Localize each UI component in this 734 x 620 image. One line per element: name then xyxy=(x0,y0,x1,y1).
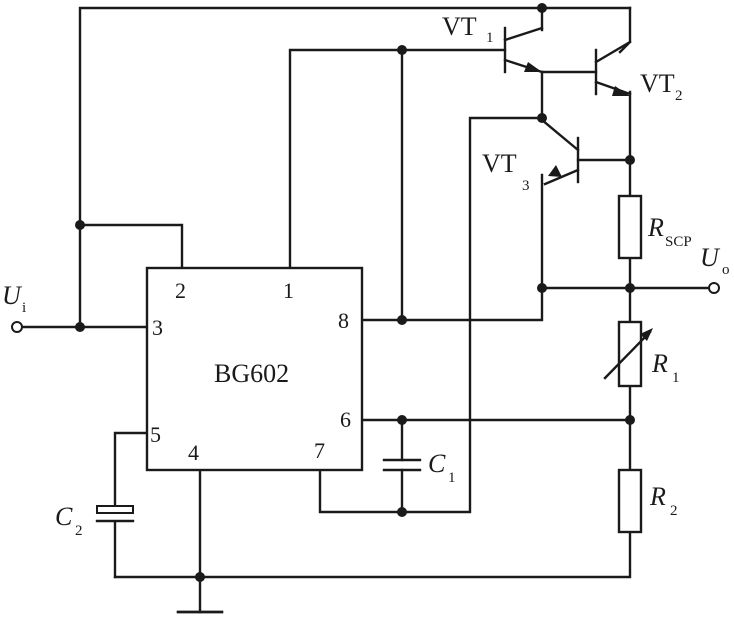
input-label-main: U xyxy=(2,281,23,310)
rscp-label-sub: SCP xyxy=(665,234,692,250)
vt1-label-main: VT xyxy=(442,12,477,41)
resistor-r2 xyxy=(617,468,643,534)
ic-pin-3-label: 3 xyxy=(152,315,163,340)
r2-label-main: R xyxy=(649,482,666,511)
ic-pin-8-label: 8 xyxy=(338,308,349,333)
ic-pin-4-label: 4 xyxy=(188,440,199,465)
c2-label-sub: 2 xyxy=(75,523,83,539)
ic-pin-5-label: 5 xyxy=(150,422,161,447)
r1-label-sub: 1 xyxy=(672,370,680,386)
transistor-vt1 xyxy=(503,26,544,74)
r2-label-sub: 2 xyxy=(670,503,678,519)
output-terminal xyxy=(708,282,720,294)
c1-label-sub: 1 xyxy=(448,470,456,486)
variable-resistor-r1 xyxy=(603,320,653,388)
c2-label-main: C xyxy=(55,502,73,531)
resistor-rscp xyxy=(617,194,643,260)
vt3-label-main: VT xyxy=(482,149,517,178)
transistor-vt2 xyxy=(594,40,632,96)
ic-bg602 xyxy=(145,266,364,472)
ic-pin-2-label: 2 xyxy=(175,278,186,303)
capacitor-c2 xyxy=(95,505,135,523)
vt2-label-main: VT xyxy=(640,69,675,98)
vt1-label-sub: 1 xyxy=(486,30,494,46)
output-label-main: U xyxy=(700,243,721,272)
r1-label-main: R xyxy=(651,349,668,378)
ic-pin-1-label: 1 xyxy=(283,278,294,303)
output-label-sub: o xyxy=(722,262,730,278)
transistor-vt3 xyxy=(540,118,580,186)
input-terminal xyxy=(11,321,23,333)
ic-pin-6-label: 6 xyxy=(340,407,351,432)
capacitor-c1 xyxy=(382,458,422,472)
ic-pin-7-label: 7 xyxy=(314,438,325,463)
vt2-label-sub: 2 xyxy=(675,88,683,104)
ic-name: BG602 xyxy=(214,359,289,388)
rscp-label-main: R xyxy=(647,213,664,242)
input-label-sub: i xyxy=(22,300,26,316)
c1-label-main: C xyxy=(428,449,446,478)
vt3-label-sub: 3 xyxy=(522,178,530,194)
junction-dots xyxy=(75,3,635,582)
